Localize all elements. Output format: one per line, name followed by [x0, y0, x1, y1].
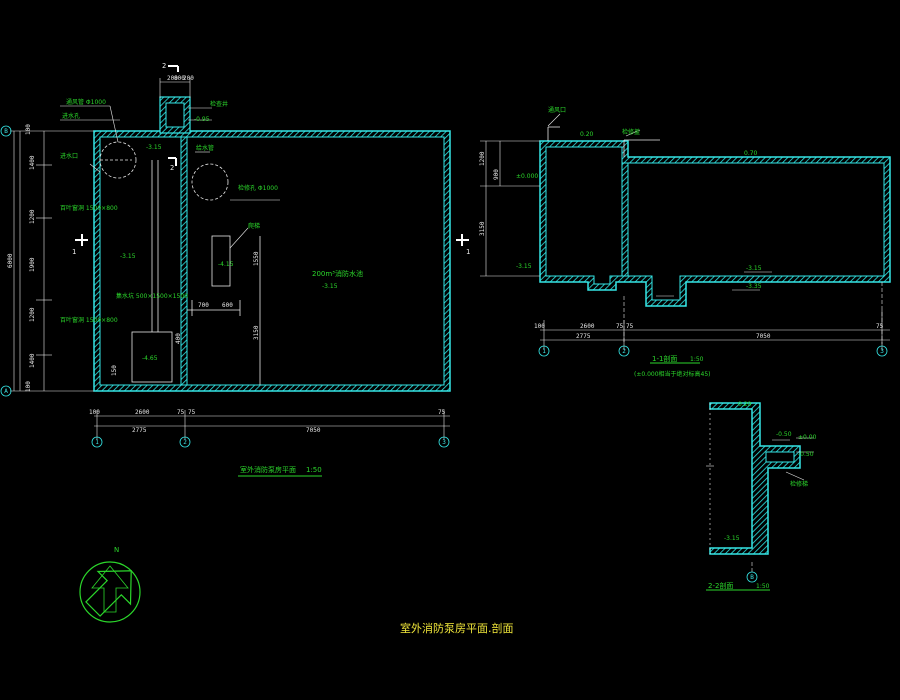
dim-bot1-2: 75	[177, 409, 185, 416]
dim-inner-0: 700	[198, 302, 209, 309]
s2-side-label: 检修梯	[790, 480, 808, 488]
dim-left-total: 6000	[7, 253, 14, 268]
dim-bot2-0: 2775	[132, 427, 147, 434]
s1-cap-label: 检修盖	[622, 128, 640, 136]
pool-level-label: -3.15	[322, 283, 338, 290]
section1-note: (±0.000相当于绝对标高45)	[634, 370, 711, 378]
s1-mid-level: -3.15	[746, 265, 762, 272]
sump-level-label: -4.65	[142, 355, 158, 362]
s1-axis-2: 2	[622, 348, 626, 355]
s1-dim-bot2-1: 7050	[756, 333, 771, 340]
dim-top-1: 800	[174, 75, 185, 82]
upper-level-label: -3.15	[146, 144, 162, 151]
s1-dim-bot1-2: 75	[616, 323, 624, 330]
s1-dim-bot1-3: 75	[626, 323, 634, 330]
axis-b-label: B	[4, 128, 8, 135]
north-label: N	[114, 546, 119, 554]
plan-axis-bubbles	[0, 125, 450, 448]
pipe-label: 给水管	[196, 144, 214, 152]
dim-left-6: 100	[25, 381, 32, 392]
s1-dim-bot1-4: 75	[876, 323, 884, 330]
s1-dim-bot1-0: 100	[534, 323, 545, 330]
vent-pipe-label: 通风管 Φ1000	[66, 98, 106, 106]
s2-mid2-level: ±0.00	[798, 434, 817, 441]
s1-dim-left-2: 3150	[479, 221, 486, 236]
section-1-1	[480, 113, 891, 364]
plan-title: 室外消防泵房平面	[240, 465, 296, 474]
dim-top-0: 200	[167, 75, 178, 82]
dim-inner-2: 3150	[253, 325, 260, 340]
axis-3-label: 3	[442, 439, 446, 446]
s1-top-left-level: 0.20	[580, 131, 594, 138]
window2-label: 百叶窗洞 1500×800	[60, 316, 118, 324]
section-mark-2-bottom: 2	[170, 164, 174, 172]
axis-2-label: 2	[183, 439, 187, 446]
section1-title: 1-1剖面	[652, 354, 677, 363]
dim-left-5: 1400	[29, 353, 36, 368]
dim-bot1-1: 2600	[135, 409, 150, 416]
floor-plan	[0, 65, 469, 477]
dim-inner-5: 150	[111, 365, 118, 376]
s2-axis-b: B	[750, 574, 754, 581]
s1-top-right-level: 0.70	[744, 150, 758, 157]
section-mark-2-top: 2	[162, 62, 166, 70]
dim-bot1-3: 75	[188, 409, 196, 416]
dim-left-4: 1200	[29, 307, 36, 322]
dim-left-2: 1200	[29, 209, 36, 224]
manhole-label: 检修孔 Φ1000	[238, 184, 278, 192]
axis-a-label: A	[4, 388, 8, 395]
dim-left-0: 100	[25, 124, 32, 135]
section-2-2	[706, 402, 814, 591]
s1-vent-label: 通风口	[548, 106, 566, 114]
axis-1-label: 1	[95, 439, 99, 446]
top-level-label: -0.95	[194, 116, 210, 123]
s1-axis-3: 3	[880, 348, 884, 355]
plan-interior	[99, 141, 261, 385]
pump-room-level-label: -3.15	[120, 253, 136, 260]
dim-bot2-1: 7050	[306, 427, 321, 434]
ladder-label: 爬梯	[248, 222, 260, 230]
main-title: 室外消防泵房平面.剖面	[400, 621, 514, 635]
s1-ground-level: ±0.000	[516, 173, 538, 180]
dim-bot1-0: 100	[89, 409, 100, 416]
s1-dim-bot1-1: 2600	[580, 323, 595, 330]
plan-dimensions	[10, 78, 450, 440]
suction-well-label: 集水坑 500×1500×1500	[116, 292, 188, 300]
s2-top-level: 0.20	[738, 401, 752, 408]
s2-mid3-level: -0.50	[798, 451, 814, 458]
water-pool-label: 200m³消防水池	[312, 269, 363, 278]
s2-bottom-level: -3.15	[724, 535, 740, 542]
plan-walls	[93, 96, 451, 392]
window1-label: 百叶窗洞 1500×800	[60, 204, 118, 212]
mid-level-label: -4.15	[218, 261, 234, 268]
s1-dim-left-0: 1200	[479, 151, 486, 166]
shaft-label: 检查井	[210, 100, 228, 108]
dim-inner-3: 1550	[253, 251, 260, 266]
section1-scale: 1:50	[690, 356, 704, 363]
dim-inner-4: 400	[175, 333, 182, 344]
inlet-label: 进水口	[60, 152, 78, 160]
dim-inner-1: 600	[222, 302, 233, 309]
s1-bottom-level: -3.35	[746, 283, 762, 290]
s1-axis-1: 1	[542, 348, 546, 355]
s1-left-level: -3.15	[516, 263, 532, 270]
plan-scale: 1:50	[306, 466, 322, 474]
dim-top-2: 200	[183, 75, 194, 82]
north-arrow	[79, 561, 141, 623]
dim-bot1-4: 75	[438, 409, 446, 416]
s1-dim-left-1: 900	[493, 169, 500, 180]
dim-left-1: 1400	[29, 155, 36, 170]
section-mark-1-right: 1	[466, 248, 470, 256]
section-mark-1-left: 1	[72, 248, 76, 256]
section2-title: 2-2剖面	[708, 581, 733, 590]
dim-left-3: 1900	[29, 257, 36, 272]
inlet-hole-label: 进水孔	[62, 112, 80, 120]
s1-dim-bot2-0: 2775	[576, 333, 591, 340]
s2-mid1-level: -0.50	[776, 431, 792, 438]
section2-scale: 1:50	[756, 583, 770, 590]
